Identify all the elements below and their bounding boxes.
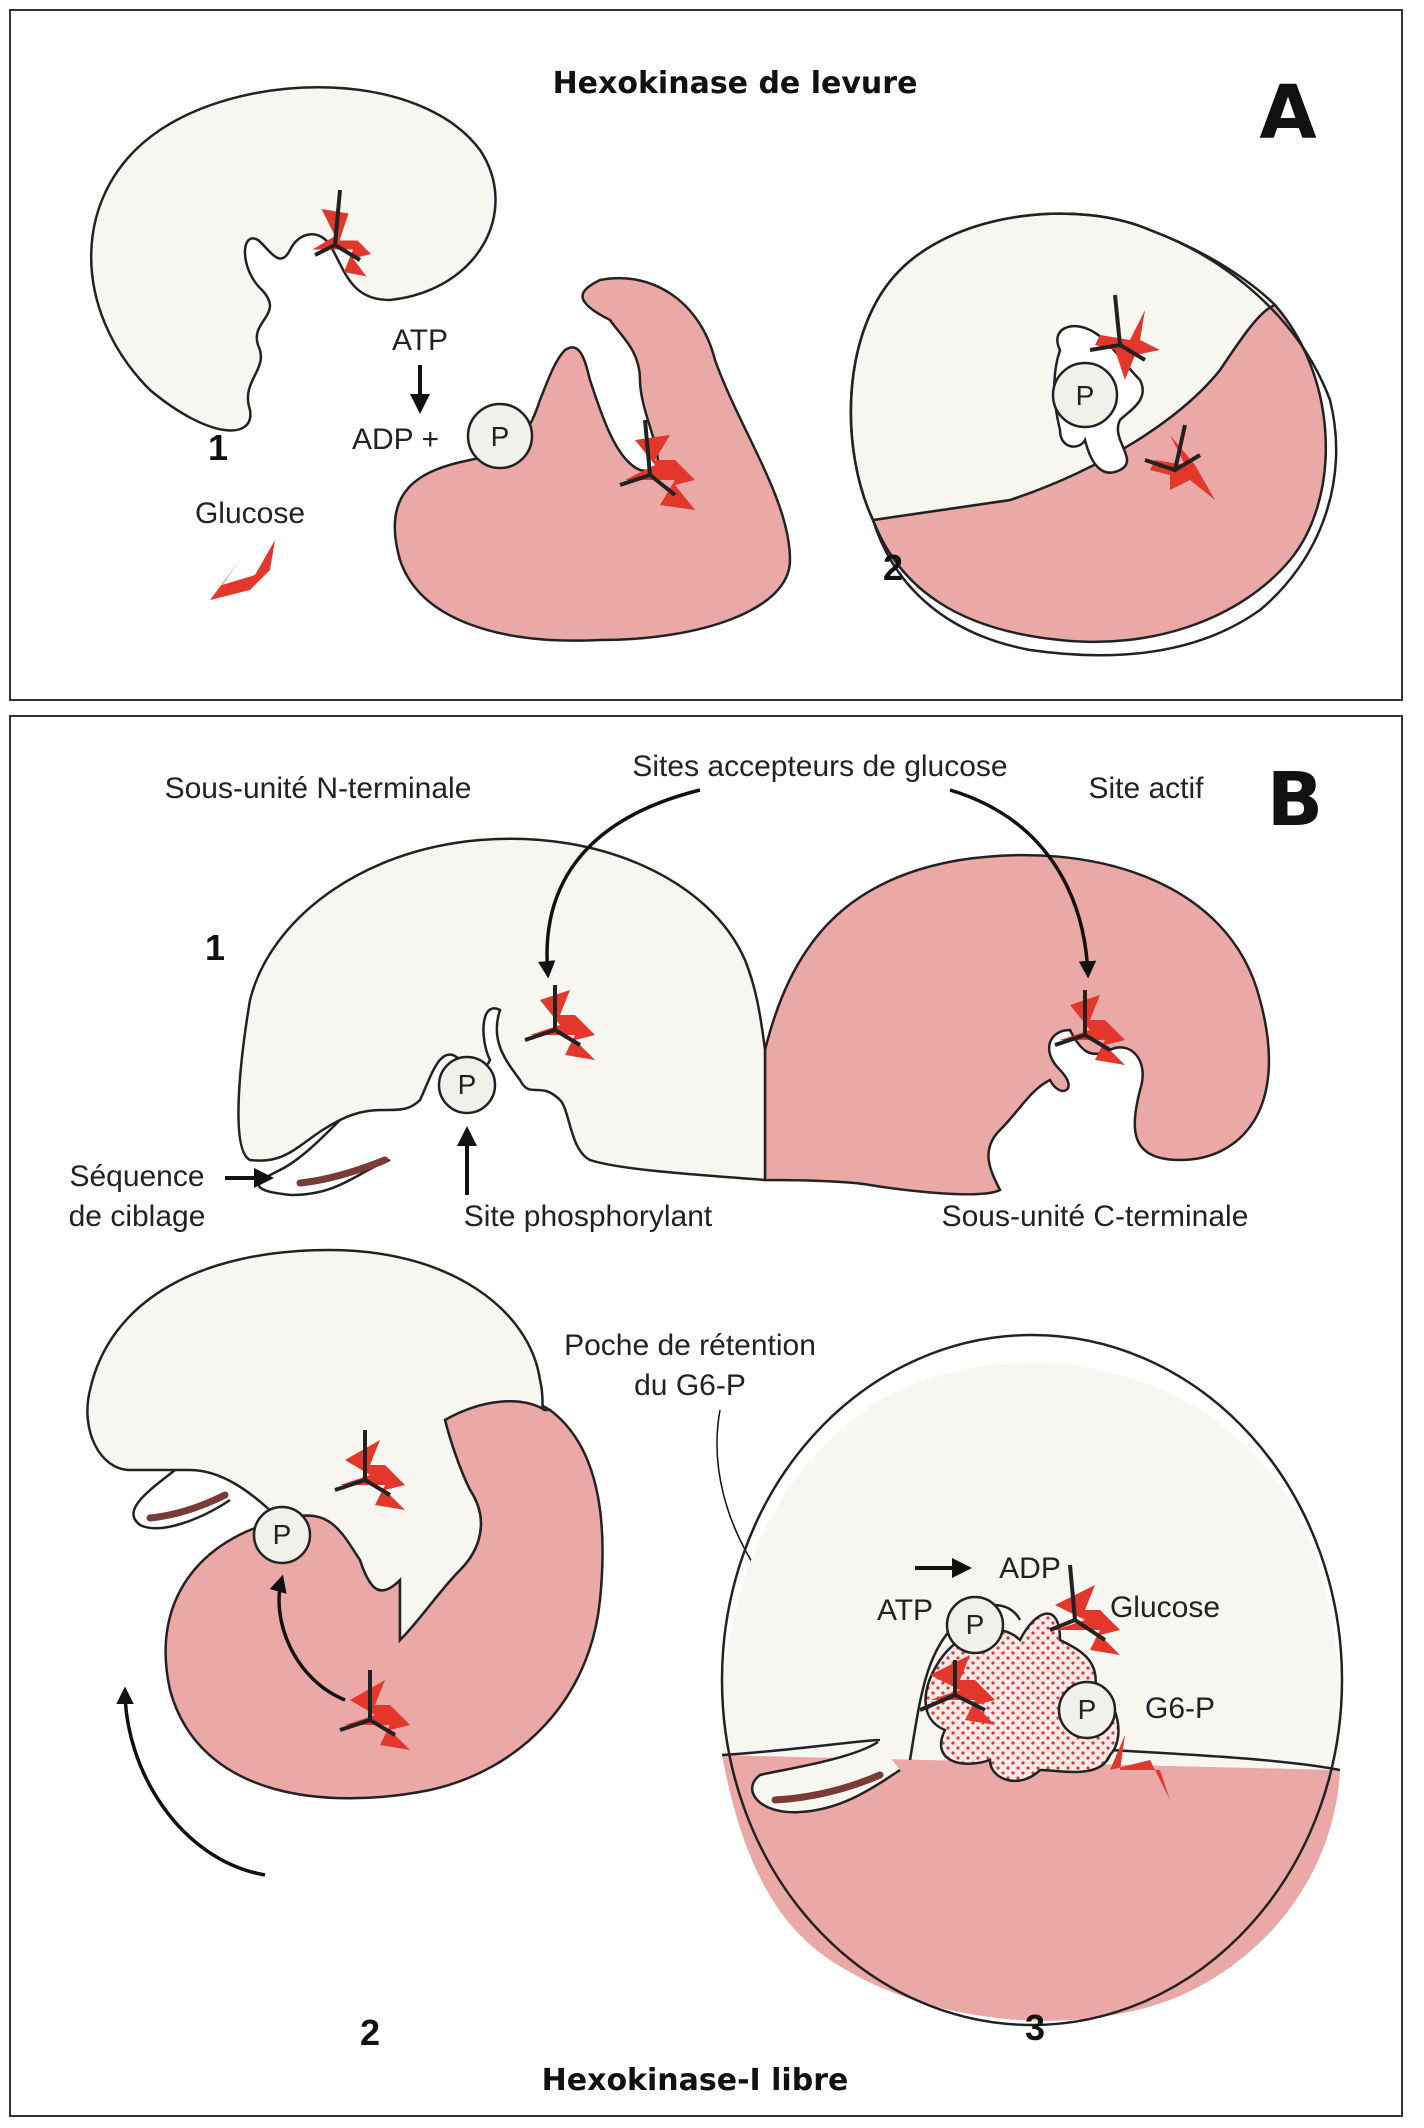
step-2-b: 2 bbox=[360, 2012, 380, 2053]
step-1-a: 1 bbox=[208, 427, 228, 468]
phosphate-label-a2: P bbox=[1076, 380, 1095, 411]
atp-label-a: ATP bbox=[392, 324, 448, 357]
b3-targeting-band bbox=[771, 1771, 884, 1804]
n-subunit-label: Sous-unité N-terminale bbox=[165, 772, 472, 805]
b3-shell bbox=[721, 1362, 1341, 1770]
step-2-a: 2 bbox=[883, 547, 903, 588]
glucose-b2-bottom bbox=[339, 1670, 410, 1750]
b3-lip bbox=[751, 1740, 901, 1814]
b3-outline bbox=[720, 1333, 1344, 2027]
g6p-pocket bbox=[924, 1612, 1120, 1782]
phosphate-label-a: P bbox=[491, 421, 510, 452]
glucose-label-b3: Glucose bbox=[1110, 1591, 1220, 1624]
phosphate-atp-b3 bbox=[945, 1595, 1005, 1655]
phosphate-label-b1: P bbox=[458, 1069, 477, 1100]
site-phos-label: Site phosphorylant bbox=[464, 1200, 713, 1233]
open-enzyme-shell bbox=[89, 86, 497, 432]
seq-label-1: Séquence bbox=[69, 1160, 204, 1193]
b3-divider bbox=[721, 1738, 1341, 1772]
glucose-c-term bbox=[1054, 990, 1125, 1065]
glucose-legend-icon bbox=[210, 540, 275, 600]
adp-label-a: ADP + bbox=[352, 423, 439, 456]
panel-b-title: Hexokinase-I libre bbox=[542, 2063, 849, 2098]
c-term-domain bbox=[763, 853, 1271, 1196]
phosphate-label-b2: P bbox=[273, 1519, 292, 1550]
sites-accepteurs-label: Sites accepteurs de glucose bbox=[632, 750, 1007, 783]
phosphate-circle-a2 bbox=[1051, 361, 1119, 429]
b2-shell bbox=[86, 1248, 550, 1644]
phosphate-circle-a bbox=[466, 402, 534, 470]
glucose-b3-left bbox=[919, 1655, 995, 1725]
phosphate-atp-label: P bbox=[966, 1609, 985, 1640]
glucose-n-term bbox=[524, 985, 595, 1060]
arrow-to-n-site bbox=[537, 788, 701, 979]
glucose-b3-top bbox=[1049, 1564, 1120, 1655]
arrow-b2-rotate bbox=[116, 1686, 266, 1877]
phosphate-circle-b1 bbox=[437, 1055, 497, 1115]
panel-b-frame bbox=[9, 715, 1403, 2117]
panel-a-title: Hexokinase de levure bbox=[553, 66, 918, 101]
glucose-closed-bottom bbox=[1144, 424, 1215, 500]
panel-b-letter: B bbox=[1267, 757, 1323, 843]
b2-lip bbox=[132, 1469, 231, 1530]
glucose-b2-top bbox=[334, 1430, 405, 1510]
arrow-to-c-site bbox=[949, 788, 1097, 979]
glucose-label-a: Glucose bbox=[195, 497, 305, 530]
step-3-b: 3 bbox=[1025, 2007, 1045, 2048]
arrow-b2-phos bbox=[269, 1574, 346, 1702]
pink-enzyme-open bbox=[393, 276, 792, 642]
glucose-in-open-site bbox=[312, 189, 371, 277]
glucose-closed-top bbox=[1089, 294, 1160, 380]
seq-label-2: de ciblage bbox=[69, 1200, 206, 1233]
g6p-label-b3: G6-P bbox=[1145, 1692, 1215, 1725]
adp-label-b3: ADP bbox=[999, 1552, 1061, 1585]
step-1-b: 1 bbox=[205, 927, 225, 968]
c-subunit-label: Sous-unité C-terminale bbox=[942, 1200, 1249, 1233]
closed-enzyme-outline bbox=[849, 212, 1338, 657]
b3-pink-domain bbox=[722, 1755, 1340, 2021]
panel-a-letter: A bbox=[1259, 70, 1316, 156]
n-term-targeting-band bbox=[296, 1156, 389, 1187]
glucose-pink-enzyme bbox=[619, 419, 695, 510]
phosphate-g6p-label: P bbox=[1078, 1694, 1097, 1725]
phosphate-g6p-b3 bbox=[1057, 1680, 1117, 1740]
poche-label-2: du G6-P bbox=[634, 1369, 746, 1402]
atp-label-b3: ATP bbox=[877, 1594, 933, 1627]
n-term-domain bbox=[237, 837, 767, 1182]
poche-label-1: Poche de rétention bbox=[564, 1329, 816, 1362]
site-actif-label: Site actif bbox=[1088, 772, 1204, 805]
panel-a-frame bbox=[9, 9, 1403, 701]
phosphate-circle-b2 bbox=[252, 1505, 312, 1565]
g6p-glucose-icon bbox=[1110, 1735, 1170, 1800]
b2-targeting-band bbox=[146, 1491, 229, 1522]
